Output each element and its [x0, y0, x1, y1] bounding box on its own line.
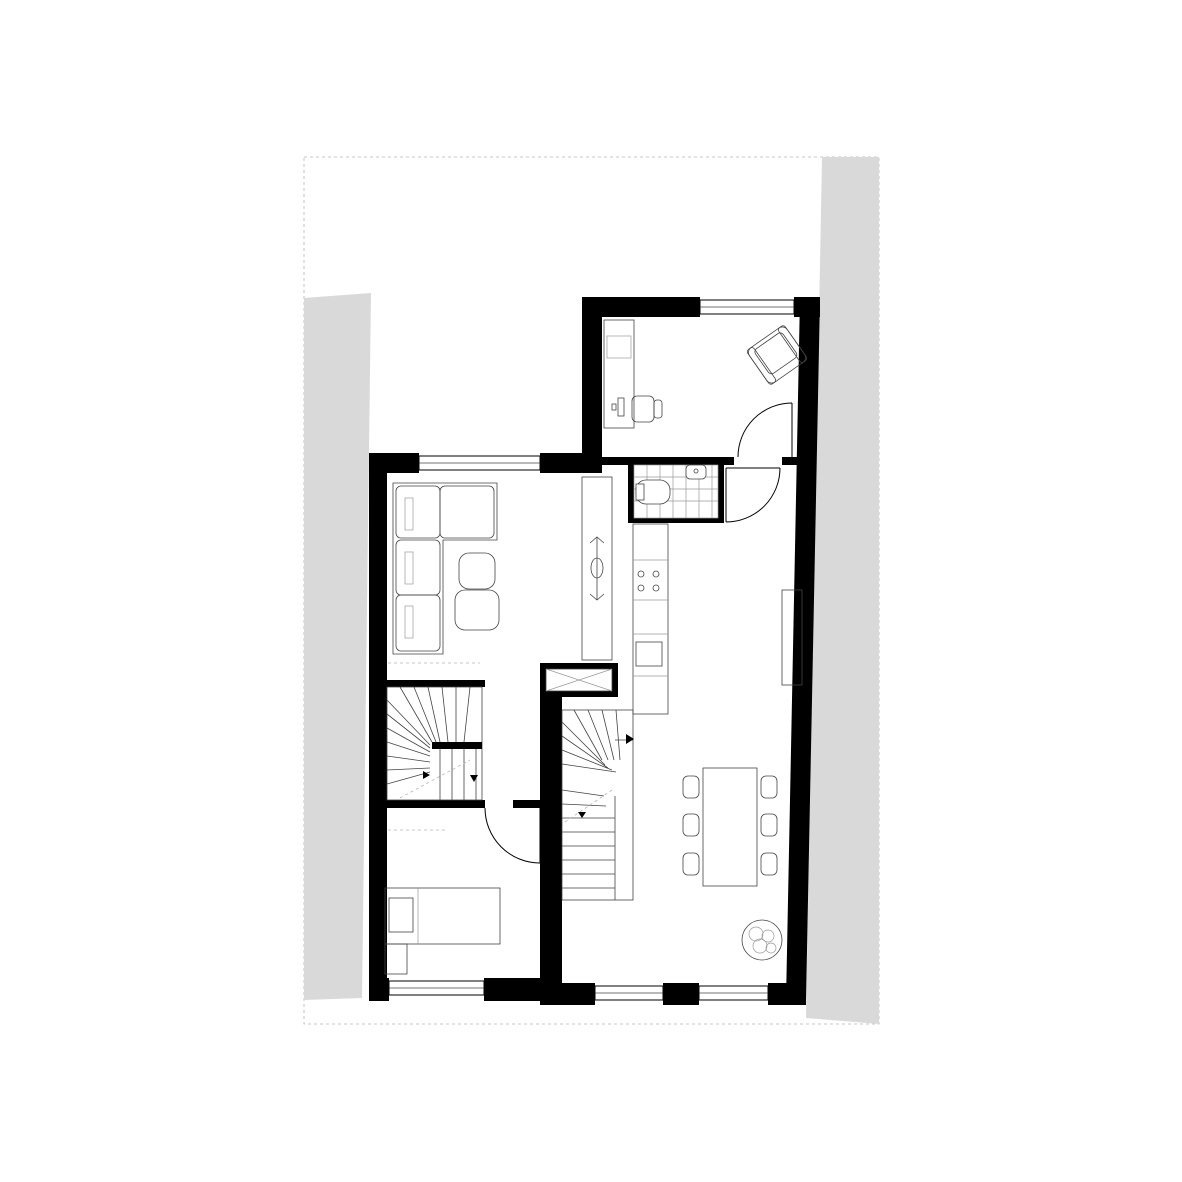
dining — [682, 767, 783, 961]
wc — [633, 464, 719, 519]
windows — [388, 299, 795, 1001]
neighbour-building-right — [806, 157, 879, 1024]
doors — [484, 402, 793, 864]
stair-west — [386, 686, 483, 831]
walls — [369, 297, 820, 1005]
stair-central — [561, 709, 634, 901]
office-furniture — [603, 319, 808, 429]
kitchen — [632, 523, 803, 715]
neighbour-building-left — [304, 293, 371, 1000]
bedroom — [384, 887, 501, 975]
living-furniture — [388, 476, 613, 664]
